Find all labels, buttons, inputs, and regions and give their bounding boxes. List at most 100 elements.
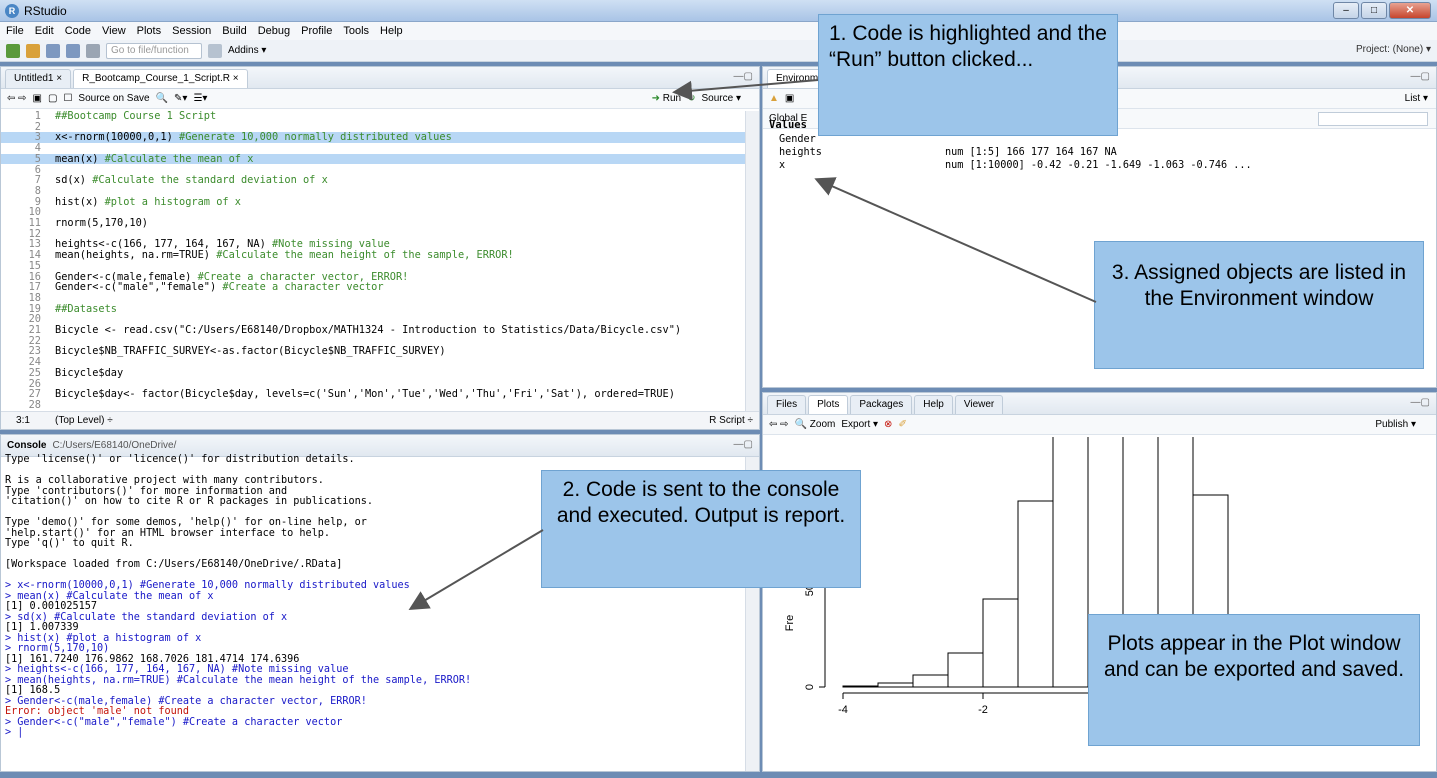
scope-selector[interactable]: (Top Level) ÷ [55, 415, 113, 426]
code-line[interactable]: 8 [1, 186, 745, 197]
line-number: 15 [28, 259, 41, 272]
code-line[interactable]: 28 [1, 400, 745, 411]
code-line[interactable]: 19##Datasets [1, 302, 745, 315]
print-icon[interactable] [86, 43, 100, 58]
prev-plot-icon[interactable]: ⇦ ⇨ [769, 419, 789, 430]
open-project-icon[interactable] [26, 43, 40, 58]
addins-menu[interactable]: Addins ▾ [228, 45, 267, 56]
publish-button[interactable]: Publish ▾ [1375, 419, 1416, 430]
project-menu[interactable]: Project: (None) ▾ [1355, 44, 1431, 55]
code-line[interactable]: 22 [1, 335, 745, 347]
save-all-icon[interactable] [66, 43, 80, 58]
rerun-icon[interactable]: ↻ [687, 93, 696, 104]
source-button[interactable]: Source ▾ [701, 93, 741, 104]
tab-untitled1[interactable]: Untitled1 × [5, 69, 72, 88]
new-file-icon[interactable] [6, 43, 20, 58]
source-on-save-checkbox[interactable]: ☐ [63, 93, 73, 104]
env-row[interactable]: Gender [769, 133, 1429, 146]
search-icon[interactable]: 🔍 [155, 93, 169, 104]
console-line: R is a collaborative project with many c… [5, 475, 324, 486]
code-line[interactable]: 6 [1, 164, 745, 176]
goto-file-input[interactable]: Go to file/function [106, 42, 202, 59]
list-view-selector[interactable]: List ▾ [1404, 93, 1428, 104]
back-arrow-icon[interactable]: ⇦ ⇨ [7, 93, 27, 104]
env-minmax-icon[interactable]: —▢ [1410, 71, 1430, 82]
code-line[interactable]: 2 [1, 121, 745, 133]
line-number: 7 [34, 174, 41, 187]
zoom-button[interactable]: 🔍 Zoom [794, 419, 836, 430]
menu-edit[interactable]: Edit [34, 25, 54, 37]
tab-files[interactable]: Files [767, 395, 807, 414]
compile-report-icon[interactable]: ☰▾ [193, 93, 208, 104]
code-line[interactable]: 26 [1, 378, 745, 390]
code-line[interactable]: 12 [1, 228, 745, 240]
load-workspace-icon[interactable]: ▲ [769, 93, 779, 104]
pane-minmax-icon[interactable]: —▢ [733, 71, 753, 82]
menu-view[interactable]: View [102, 25, 126, 37]
tab-packages[interactable]: Packages [850, 395, 913, 414]
menu-code[interactable]: Code [64, 25, 91, 37]
menu-build[interactable]: Build [222, 25, 247, 37]
plots-minmax-icon[interactable]: —▢ [1410, 397, 1430, 408]
export-button[interactable]: Export ▾ [841, 419, 879, 430]
code-line[interactable]: 4 [1, 143, 745, 154]
line-number: 11 [28, 217, 41, 229]
menu-tools[interactable]: Tools [343, 25, 370, 37]
code-line[interactable]: 1##Bootcamp Course 1 Script [1, 111, 745, 122]
tab-viewer[interactable]: Viewer [954, 395, 1004, 414]
tab-help[interactable]: Help [914, 395, 953, 414]
rstudio-logo-icon: R [5, 4, 19, 18]
console-minmax-icon[interactable]: —▢ [733, 439, 753, 450]
menu-help[interactable]: Help [380, 25, 403, 37]
code-line[interactable]: 7 sd(x) #Calculate the standard deviation… [1, 175, 745, 186]
code-tools-icon[interactable]: ✎▾ [174, 93, 188, 104]
env-search-input[interactable] [1318, 111, 1428, 126]
file-type-selector[interactable]: R Script ÷ [709, 415, 753, 426]
close-button[interactable]: ✕ [1389, 2, 1431, 19]
menu-profile[interactable]: Profile [301, 25, 333, 37]
code-line[interactable]: 20 [1, 314, 745, 325]
global-env-selector[interactable]: Global E [769, 113, 808, 124]
y-axis-label: Fre [784, 615, 796, 632]
editor-scrollbar[interactable] [745, 111, 759, 413]
code-line[interactable]: 24 [1, 357, 745, 368]
save-file-icon[interactable]: ▢ [48, 93, 58, 104]
minimize-button[interactable]: – [1333, 2, 1359, 19]
remove-plot-icon[interactable]: ⊗ [884, 419, 893, 430]
code-line[interactable]: 10 [1, 207, 745, 218]
line-text: sd(x) #Calculate the standard deviation … [55, 174, 328, 187]
menu-session[interactable]: Session [172, 25, 212, 37]
maximize-button[interactable]: □ [1361, 2, 1387, 19]
console-output[interactable]: Type 'license()' or 'licence()' for dist… [5, 454, 743, 739]
tab-bootcamp-script[interactable]: R_Bootcamp_Course_1_Script.R × [73, 69, 248, 88]
menu-debug[interactable]: Debug [257, 25, 291, 37]
line-text: ##Datasets [55, 302, 117, 315]
show-in-window-icon[interactable]: ▣ [32, 93, 42, 104]
menu-file[interactable]: File [6, 25, 24, 37]
code-line[interactable]: 15 [1, 261, 745, 272]
run-button[interactable]: ➜ Run [651, 93, 682, 104]
tab-plots[interactable]: Plots [808, 395, 849, 414]
save-icon[interactable] [46, 43, 60, 58]
menu-plots[interactable]: Plots [136, 25, 162, 37]
code-line[interactable]: 18 [1, 293, 745, 304]
grid-layout-icon[interactable] [208, 43, 222, 58]
line-text: mean(x) #Calculate the mean of x [55, 152, 254, 165]
clear-plots-icon[interactable]: ✐ [898, 419, 907, 430]
save-workspace-icon[interactable]: ▣ [784, 93, 795, 104]
